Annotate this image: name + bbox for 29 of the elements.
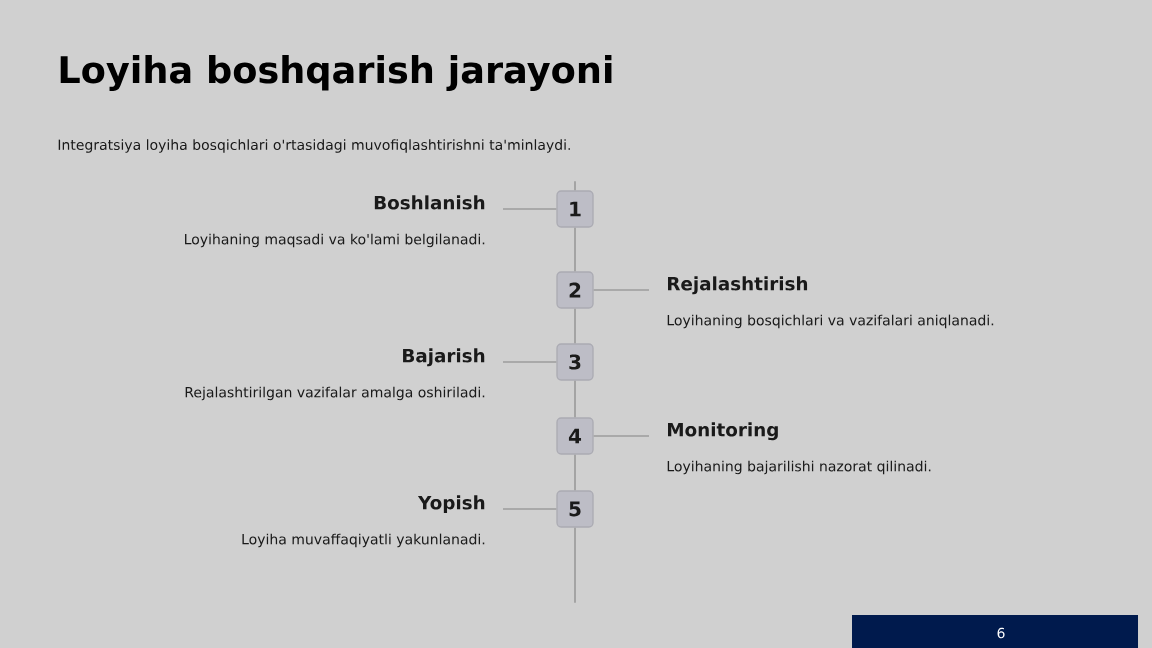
step-heading: Boshlanish [374, 195, 485, 210]
step-number-box: 1 [556, 190, 594, 228]
connector-line [574, 226, 576, 273]
step-number-box: 4 [556, 417, 594, 455]
step-number-box: 3 [556, 343, 594, 381]
step-description: Loyihaning maqsadi va ko'lami belgilanadi. [185, 233, 485, 248]
title: Loyiha boshqarish jarayoni [60, 55, 612, 91]
connector-line [502, 208, 558, 210]
step-heading: Yopish [417, 495, 485, 514]
connector-line [502, 361, 558, 363]
step-description: Loyihaning bosqichlari va vazifalari aniqlanadi. [667, 314, 994, 329]
step-description: Rejalashtirilgan vazifalar amalga oshiriladi. [185, 386, 485, 401]
step-description: Loyiha muvaffaqiyatli yakunlanadi. [242, 533, 485, 548]
connector-line [574, 180, 576, 192]
connector-line [502, 508, 558, 510]
step-heading: Monitoring [668, 422, 778, 441]
connector-line [574, 453, 576, 492]
connector-line [592, 289, 650, 291]
step-number-box: 2 [556, 271, 594, 309]
subtitle: Integratsiya loyiha bosqichlari o'rtasidagi muvofiqlashtirishni ta'minlaydi. [58, 139, 570, 153]
step-heading: Bajarish [403, 348, 485, 367]
connector-line [592, 435, 650, 437]
connector-line [574, 379, 576, 419]
step-heading: Rejalashtirish [668, 276, 808, 295]
connector-line [574, 307, 576, 345]
step-number-box: 5 [556, 490, 594, 528]
step-description: Loyihaning bajarilishi nazorat qilinadi. [667, 460, 931, 475]
page-number: 6 [997, 627, 1005, 639]
connector-line [574, 526, 576, 604]
